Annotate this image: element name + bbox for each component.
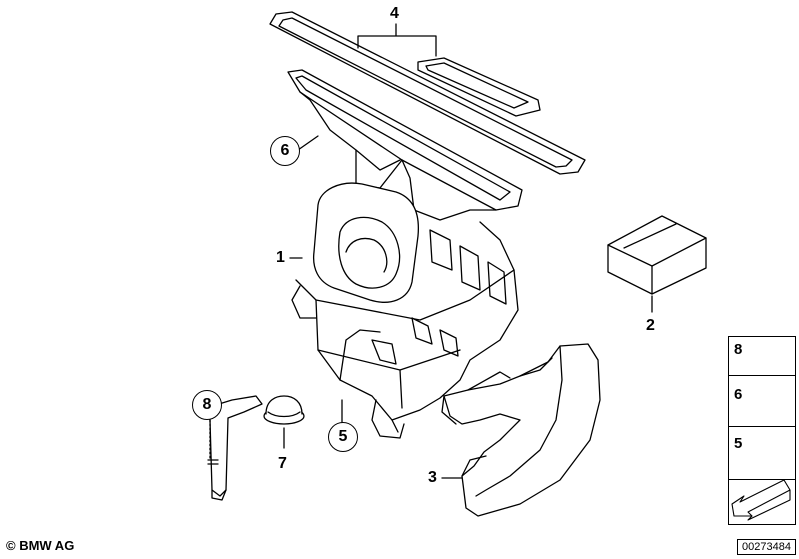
callout-5-circle: 5 xyxy=(328,422,358,452)
callout-2: 2 xyxy=(646,317,655,334)
callout-4: 4 xyxy=(390,5,399,22)
legend-label-5: 5 xyxy=(734,435,743,452)
legend-label-6: 6 xyxy=(734,386,743,403)
grommet xyxy=(263,395,305,425)
callout-1: 1 xyxy=(276,249,285,266)
callout-8-circle: 8 xyxy=(192,390,222,420)
seal-frame-large xyxy=(269,11,586,175)
legend-box-arrow xyxy=(728,479,796,525)
callout-3: 3 xyxy=(428,469,437,486)
callout-7: 7 xyxy=(278,455,287,472)
copyright-text: © BMW AG xyxy=(6,538,75,553)
legend-box-5: 5 xyxy=(728,426,796,480)
document-number: 00273484 xyxy=(737,539,796,555)
seal-pad-small xyxy=(417,57,541,117)
filter-box xyxy=(607,215,707,295)
leader-6 xyxy=(297,135,319,151)
direction-arrow-icon xyxy=(731,479,791,521)
legend-box-6: 6 xyxy=(728,375,796,427)
drain-hose xyxy=(205,395,263,501)
legend-label-8: 8 xyxy=(734,341,743,358)
callout-6-circle: 6 xyxy=(270,136,300,166)
air-duct xyxy=(441,343,601,517)
legend-box-8: 8 xyxy=(728,336,796,376)
heater-housing xyxy=(287,69,523,439)
callout-line-4 xyxy=(357,23,437,57)
